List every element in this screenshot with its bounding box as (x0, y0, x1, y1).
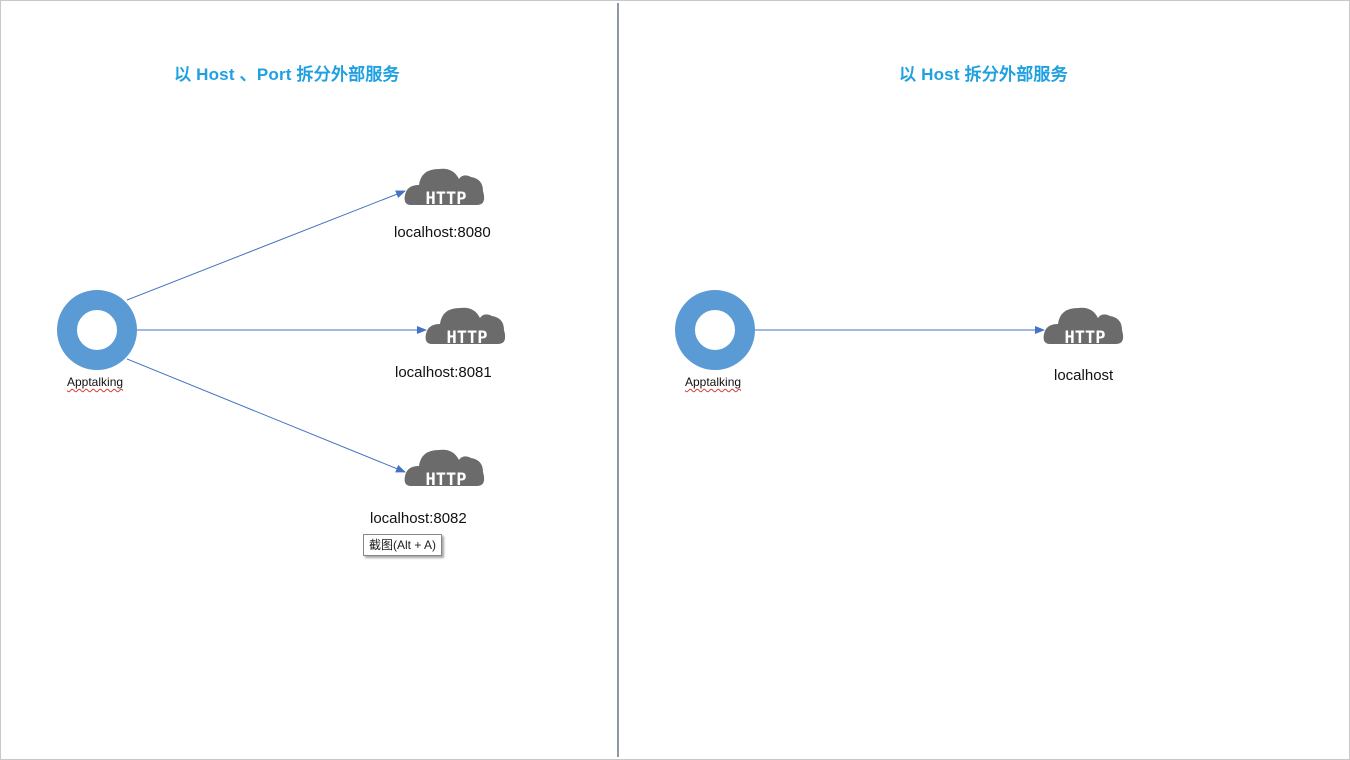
target-label-localhost: localhost (1054, 367, 1114, 384)
left-source-node-label: Apptalking (67, 375, 124, 389)
http-cloud-icon: HTTP (404, 168, 485, 209)
target-label-8080: localhost:8080 (394, 224, 491, 241)
left-panel-title: 以 Host 、Port 拆分外部服务 (174, 65, 400, 84)
http-icon-text: HTTP (447, 328, 488, 348)
ring-node-icon (57, 290, 137, 370)
target-label-8082: localhost:8082 (370, 510, 467, 527)
screenshot-tooltip: 截图(Alt + A) (363, 534, 443, 556)
edge-to-8080 (126, 190, 406, 301)
http-cloud-icon: HTTP (425, 307, 506, 348)
right-source-node-label: Apptalking (685, 375, 742, 389)
right-panel-title: 以 Host 拆分外部服务 (899, 65, 1068, 84)
target-label-8081: localhost:8081 (395, 364, 492, 381)
http-cloud-icon: HTTP (1043, 307, 1124, 348)
http-icon-text: HTTP (1065, 328, 1106, 348)
ring-node-icon (675, 290, 755, 370)
http-cloud-icon: HTTP (404, 449, 485, 490)
http-icon-text: HTTP (426, 189, 467, 209)
edge-to-8082 (126, 358, 406, 473)
http-icon-text: HTTP (426, 470, 467, 490)
